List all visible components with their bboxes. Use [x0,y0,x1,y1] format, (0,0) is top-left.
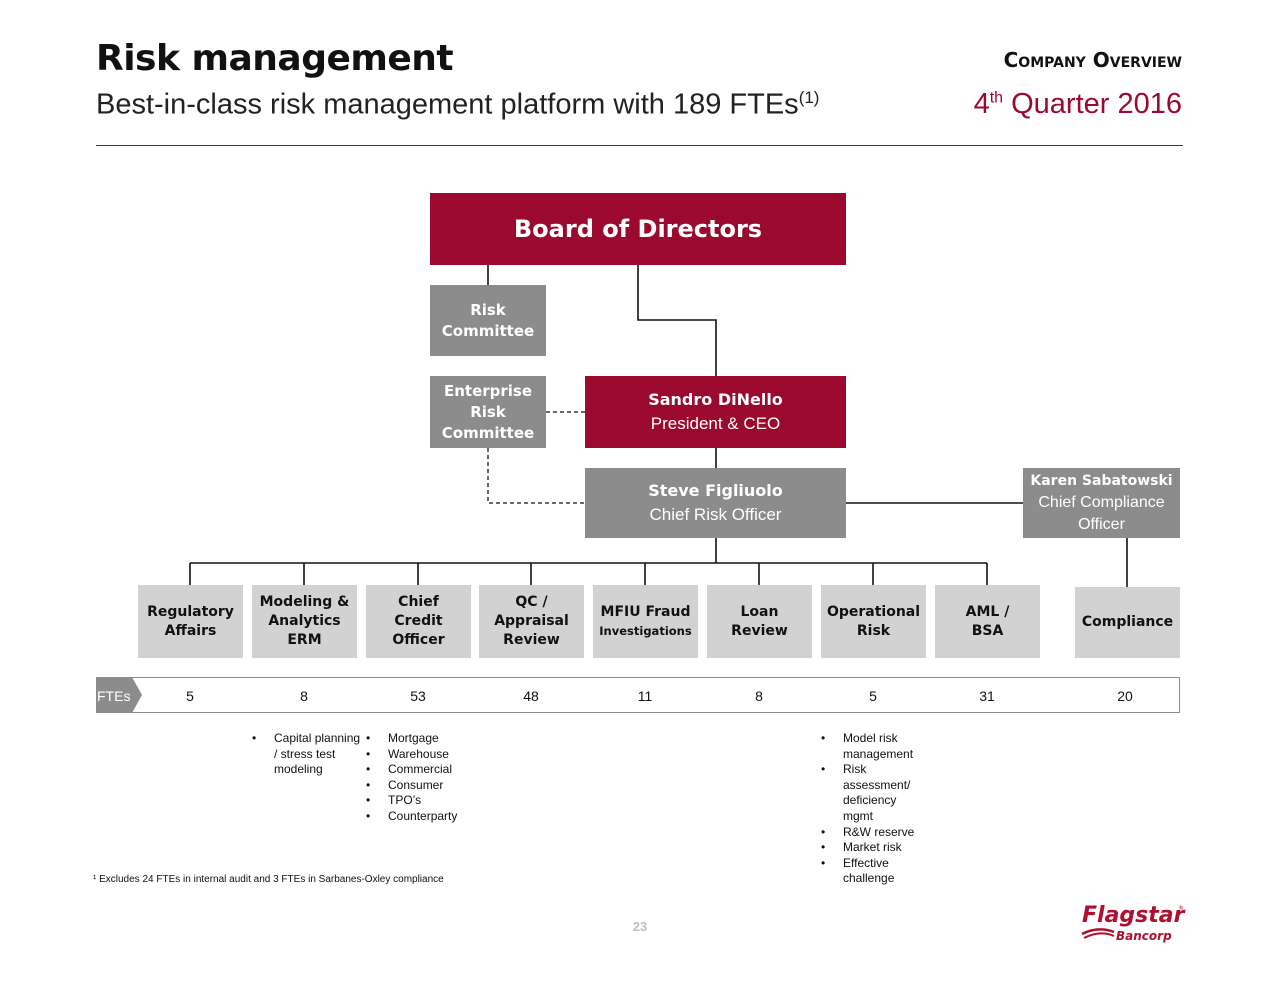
fte-count: 20 [1117,688,1133,704]
fte-tag-label: FTEs [97,688,131,704]
modeling-bullets: Capital planning / stress test modeling [252,731,362,778]
dept-line: Risk [856,622,891,639]
bullet-item: Warehouse [366,747,506,763]
dept-operational-risk: Operational Risk [821,585,926,658]
dept-qc-appraisal: QC / Appraisal Review [479,585,584,658]
dept-line: Analytics [268,613,341,629]
dept-line: Credit [394,613,443,629]
dept-line: BSA [971,622,1004,639]
fte-count: 53 [410,688,426,704]
line-board-ceo [637,265,717,376]
fte-count: 8 [755,688,763,704]
dept-line: Affairs [164,622,217,639]
flagstar-logo: Flagstar ® Bancorp [1078,898,1186,944]
subtitle-text: Best-in-class risk management platform w… [96,88,799,121]
dept-mfiu-fraud: MFIU Fraud Investigations [593,585,698,658]
section-text: Company Overview [1003,48,1182,72]
dept-line: ERM [287,632,322,648]
cro-box: Steve Figliuolo Chief Risk Officer [585,468,846,538]
subtitle-footnote-ref: (1) [798,88,820,107]
fte-count: 8 [300,688,308,704]
ceo-box: Sandro DiNello President & CEO [585,376,846,448]
board-label: Board of Directors [513,215,763,243]
dept-line: Appraisal [494,613,569,629]
dept-loan-review: Loan Review [707,585,812,658]
bullet-item: Model risk management [821,731,929,762]
erc-line: Committee [441,423,535,442]
dept-line: Operational [826,603,921,620]
enterprise-risk-committee-box: Enterprise Risk Committee [430,376,546,448]
cco-box: Karen Sabatowski Chief Compliance Office… [1023,468,1180,538]
fte-tag-shape [96,677,142,713]
dept-modeling-analytics: Modeling & Analytics ERM [252,585,357,658]
page-title: Risk management [96,38,454,79]
bullet-item: Commercial [366,762,506,778]
bullet-item: Consumer [366,778,506,794]
ceo-name: Sandro DiNello [648,390,783,409]
credit-bullets: Mortgage Warehouse Commercial Consumer T… [366,731,506,825]
dept-aml-bsa: AML / BSA [935,585,1040,658]
bullet-item: Effective challenge [821,856,929,887]
risk-committee-line: Committee [441,321,535,340]
fte-count: 31 [979,688,995,704]
footnote: ¹ Excludes 24 FTEs in internal audit and… [93,874,444,885]
logo-mark: Flagstar ® Bancorp [1081,903,1186,943]
cco-name: Karen Sabatowski [1030,473,1173,489]
quarter-sup: th [989,89,1004,107]
quarter-rest: Quarter 2016 [1003,88,1182,120]
cro-name: Steve Figliuolo [648,481,783,500]
logo-text: Flagstar [1082,903,1186,928]
dept-line: QC / [515,594,548,610]
page-number: 23 [632,919,648,934]
bullet-item: R&W reserve [821,825,929,841]
board-of-directors-box: Board of Directors [430,193,846,265]
fte-count: 5 [869,688,877,704]
erc-line: Enterprise [443,381,533,400]
dept-line: Modeling & [259,594,350,610]
fte-count: 5 [186,688,194,704]
dept-regulatory-affairs: Regulatory Affairs [138,585,243,658]
ceo-title: President & CEO [650,414,781,433]
logo-subtext: Bancorp [1116,929,1172,943]
erc-line: Risk [470,402,506,421]
svg-text:®: ® [1178,905,1184,912]
risk-committee-line: Risk [470,300,506,319]
quarter-num: 4 [973,88,990,120]
dashed-erc-cro [487,448,585,504]
header-divider [96,145,1183,146]
fte-count: 48 [523,688,539,704]
dept-line: Investigations [599,623,692,638]
bullet-item: TPO’s [366,793,506,809]
dept-line: Chief [398,594,439,610]
bullet-item: Market risk [821,840,929,856]
cro-title: Chief Risk Officer [649,505,782,524]
operational-bullets: Model risk management Risk assessment/ d… [821,731,929,887]
dept-line: Loan [740,603,779,620]
fte-bar [96,677,1180,713]
page-subtitle: Best-in-class risk management platform w… [96,88,819,122]
dept-line: MFIU Fraud [600,603,691,620]
cco-title-line: Chief Compliance [1038,494,1165,511]
bullet-item: Mortgage [366,731,506,747]
dept-compliance: Compliance [1075,587,1180,658]
dept-line: AML / [965,603,1010,620]
dept-chief-credit-officer: Chief Credit Officer [366,585,471,658]
quarter-label: 4th Quarter 2016 [974,88,1182,121]
dept-line: Compliance [1081,614,1174,630]
cco-title-line: Officer [1078,516,1125,533]
bullet-item: Capital planning / stress test modeling [252,731,362,778]
dept-line: Regulatory [147,603,234,620]
risk-committee-box: Risk Committee [430,285,546,356]
dept-line: Officer [392,632,445,648]
bullet-item: Counterparty [366,809,506,825]
section-label: Company Overview [1004,48,1182,72]
fte-count: 11 [637,688,653,704]
dept-line: Review [731,622,788,639]
dept-line: Review [503,632,560,648]
bullet-item: Risk assessment/ deficiency mgmt [821,762,929,824]
